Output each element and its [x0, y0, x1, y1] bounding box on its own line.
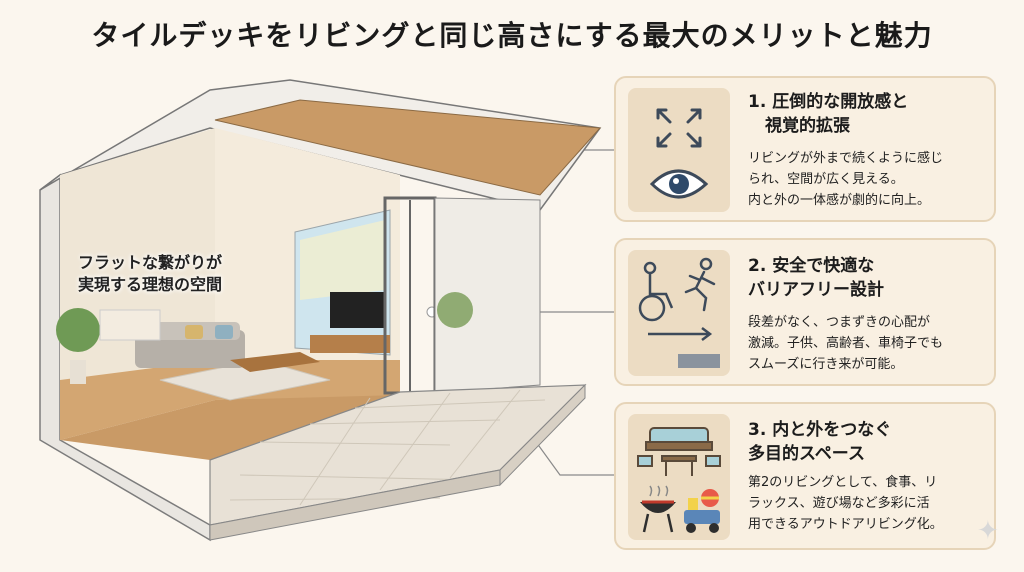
- card-3-heading-line-1: 3. 内と外をつなぐ: [748, 420, 892, 440]
- card-2-icon-box: [628, 250, 730, 376]
- card-1-heading-line-1: 1. 圧倒的な開放感と: [748, 92, 909, 112]
- card-3-desc-line: ラックス、遊び場など多彩に活: [748, 496, 930, 511]
- card-3-icon-box: [628, 414, 730, 540]
- illustration-caption: フラットな繋がりが 実現する理想の空間: [78, 252, 222, 296]
- running-person-icon: [684, 257, 716, 312]
- card-3-desc-line: 第2のリビングとして、食事、リ: [748, 475, 938, 490]
- card-1-desc-line: 内と外の一体感が劇的に向上。: [748, 193, 931, 208]
- card-1-heading-line-2: 視覚的拡張: [748, 116, 850, 136]
- card-2-heading-line-1: 2. 安全で快適な: [748, 256, 875, 276]
- card-1-desc-line: られ、空間が広く見える。: [748, 172, 904, 187]
- toy-wagon-icon: [684, 489, 720, 533]
- card-2-desc-line: 段差がなく、つまずきの心配が: [748, 315, 931, 330]
- outdoor-furniture-icon: [637, 427, 721, 476]
- card-3-heading: 3. 内と外をつなぐ 多目的スペース: [748, 418, 891, 466]
- card-1-desc-line: リビングが外まで続くように感じ: [748, 151, 944, 166]
- eye-icon: [649, 169, 709, 199]
- card-3-heading-line-2: 多目的スペース: [748, 444, 865, 464]
- card-1-heading: 1. 圧倒的な開放感と 視覚的拡張: [748, 90, 908, 138]
- expand-arrows-icon: [656, 108, 702, 148]
- caption-line-1: フラットな繋がりが: [78, 253, 223, 272]
- flat-step-icon: [638, 327, 720, 368]
- sparkle-icon: ✦: [977, 516, 999, 546]
- card-2-heading-line-2: バリアフリー設計: [748, 280, 884, 300]
- card-2-desc-line: スムーズに行き来が可能。: [748, 357, 904, 372]
- card-3-description: 第2のリビングとして、食事、リ ラックス、遊び場など多彩に活 用できるアウトドア…: [748, 472, 943, 535]
- card-open-feeling: 1. 圧倒的な開放感と 視覚的拡張 リビングが外まで続くように感じ られ、空間が…: [614, 76, 996, 222]
- card-1-description: リビングが外まで続くように感じ られ、空間が広く見える。 内と外の一体感が劇的に…: [748, 148, 943, 211]
- card-barrier-free: 2. 安全で快適な バリアフリー設計 段差がなく、つまずきの心配が 激減。子供、…: [614, 238, 996, 386]
- caption-line-2: 実現する理想の空間: [78, 275, 223, 294]
- card-multipurpose-space: 3. 内と外をつなぐ 多目的スペース 第2のリビングとして、食事、リ ラックス、…: [614, 402, 996, 550]
- card-2-description: 段差がなく、つまずきの心配が 激減。子供、高齢者、車椅子でも スムーズに行き来が…: [748, 312, 943, 375]
- card-2-heading: 2. 安全で快適な バリアフリー設計: [748, 254, 884, 302]
- page-title: タイルデッキをリビングと同じ高さにする最大のメリットと魅力: [91, 19, 933, 52]
- card-1-icon-box: [628, 88, 730, 212]
- bbq-grill-icon: [640, 485, 676, 533]
- card-3-desc-line: 用できるアウトドアリビング化。: [748, 517, 943, 532]
- wheelchair-icon: [638, 261, 674, 322]
- card-2-desc-line: 激減。子供、高齢者、車椅子でも: [748, 336, 944, 351]
